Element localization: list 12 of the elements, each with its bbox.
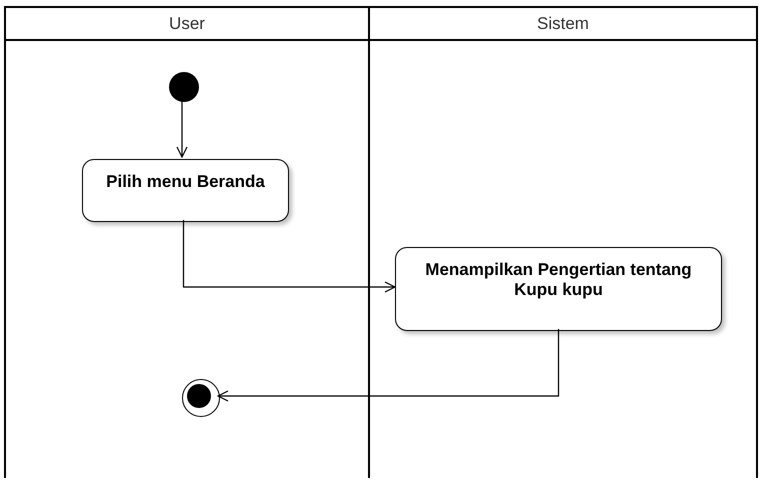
action-box <box>395 247 722 331</box>
lane-header: User <box>6 8 368 41</box>
lane-header: Sistem <box>370 8 756 41</box>
action-label: Menampilkan Pengertian tentang Kupu kupu <box>424 260 693 300</box>
control-flow-arrow <box>176 100 188 158</box>
action-label: Pilih menu Beranda <box>106 172 265 192</box>
control-flow-arrow <box>217 329 560 402</box>
swimlane <box>370 6 758 478</box>
initial-node <box>169 72 199 102</box>
action-box <box>82 159 289 222</box>
control-flow-arrow <box>182 220 396 293</box>
swimlane <box>4 6 370 478</box>
